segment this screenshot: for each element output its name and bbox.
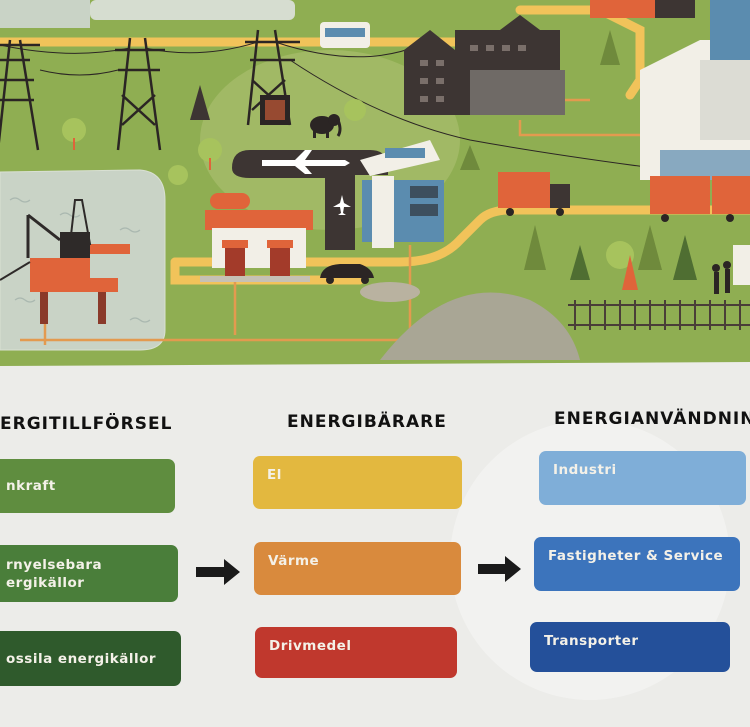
supply-box-1: nkraft xyxy=(0,459,175,513)
airplane-icon xyxy=(262,150,350,174)
elephant-icon xyxy=(310,114,342,138)
truck-icon xyxy=(498,172,750,222)
flow-arrow-2 xyxy=(478,556,521,582)
heading-energy-supply: ERGITILLFÖRSEL xyxy=(0,414,173,434)
airplane-small-icon xyxy=(333,195,351,215)
use-box-transporter: Transporter xyxy=(530,622,730,672)
use-box-fastigheter: Fastigheter & Service xyxy=(534,537,740,591)
map-area xyxy=(0,0,750,366)
use-box-industri: Industri xyxy=(539,451,746,505)
bus-icon xyxy=(320,22,370,48)
power-pylon-icon xyxy=(0,29,300,151)
car-icon xyxy=(320,264,374,284)
flow-arrow-1 xyxy=(196,559,240,585)
factory-icon xyxy=(404,0,695,115)
heading-energy-use: ENERGIANVÄNDNING xyxy=(554,409,750,429)
heading-energy-carriers: ENERGIBÄRARE xyxy=(287,412,447,432)
oil-rig-icon xyxy=(0,199,130,324)
carrier-box-varme: Värme xyxy=(254,542,461,595)
carrier-box-drivmedel: Drivmedel xyxy=(255,627,457,678)
tree-icon xyxy=(62,30,697,290)
gas-station-icon xyxy=(200,193,313,282)
supply-box-2: rnyelsebara ergikällor xyxy=(0,545,178,602)
supply-box-3: ossila energikällor xyxy=(0,631,181,686)
carrier-box-el: El xyxy=(253,456,462,509)
